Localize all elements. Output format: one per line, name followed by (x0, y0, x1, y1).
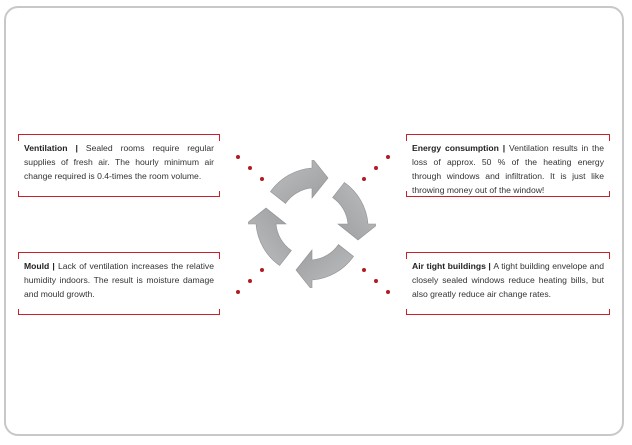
diagram-frame (4, 6, 624, 436)
card-energy-title: Energy consumption | (412, 143, 509, 153)
card-airtight-text: A tight building envelope and closely se… (412, 261, 604, 299)
card-ventilation-title: Ventilation | (24, 143, 86, 153)
cycle-arrows-icon (248, 160, 376, 288)
card-ventilation: Ventilation | Sealed rooms require regul… (18, 134, 220, 197)
card-energy-text: Ventilation results in the loss of appro… (412, 143, 604, 195)
cycle-arrow-segment (270, 160, 329, 204)
card-airtight-title: Air tight buildings | (412, 261, 494, 271)
card-mould-title: Mould | (24, 261, 58, 271)
card-mould: Mould | Lack of ventilation increases th… (18, 252, 220, 315)
card-ventilation-text: Sealed rooms require regular supplies of… (24, 143, 214, 181)
card-air-tight-buildings: Air tight buildings | A tight building e… (406, 252, 610, 315)
card-energy-consumption: Energy consumption | Ventilation results… (406, 134, 610, 197)
card-mould-text: Lack of ventilation increases the relati… (24, 261, 214, 299)
